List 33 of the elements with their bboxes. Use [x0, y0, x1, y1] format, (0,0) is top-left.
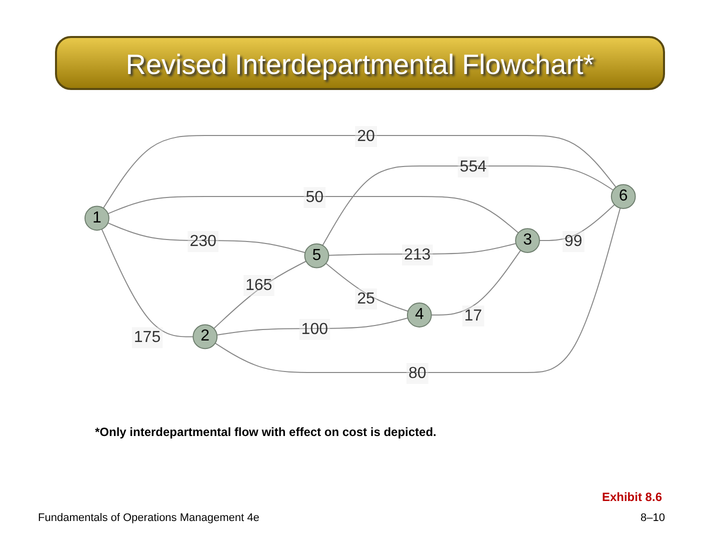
connector [107, 196, 519, 234]
edge-label: 165 [245, 277, 272, 294]
edge-label: 213 [404, 246, 431, 264]
connector [213, 260, 306, 330]
page-number: 8–10 [640, 512, 665, 524]
edge-label: 80 [408, 364, 426, 382]
connector [101, 228, 194, 338]
connector [214, 208, 621, 373]
connector [538, 204, 615, 242]
edge-label: 175 [134, 329, 160, 346]
book-title: Fundamentals of Operations Management 4e [38, 512, 260, 524]
connector [216, 318, 408, 336]
edge-label: 554 [460, 158, 486, 176]
edge-label: 25 [356, 290, 375, 308]
node-circle: 2 [192, 324, 218, 350]
edge-label: 20 [356, 128, 375, 146]
node-circle: 5 [304, 243, 329, 268]
node-circle: 4 [406, 302, 432, 328]
edge-label: 50 [306, 189, 324, 206]
node-circle: 6 [610, 184, 636, 209]
exhibit-number: Exhibit 8.6 [602, 490, 662, 504]
footnote: *Only interdepartmental flow with effect on cost is depicted. [95, 425, 436, 439]
edge-label: 230 [190, 233, 216, 250]
node-circle: 3 [514, 228, 540, 253]
title-banner: Revised Interdepartmental Flowchart* [55, 36, 665, 90]
connector [325, 262, 408, 312]
node-circle: 1 [84, 206, 110, 231]
edge-label: 100 [301, 320, 328, 338]
connector [430, 250, 521, 316]
connector [322, 166, 614, 246]
edge-label: 99 [564, 233, 582, 250]
edge-label: 17 [464, 308, 482, 324]
connector [328, 243, 516, 256]
